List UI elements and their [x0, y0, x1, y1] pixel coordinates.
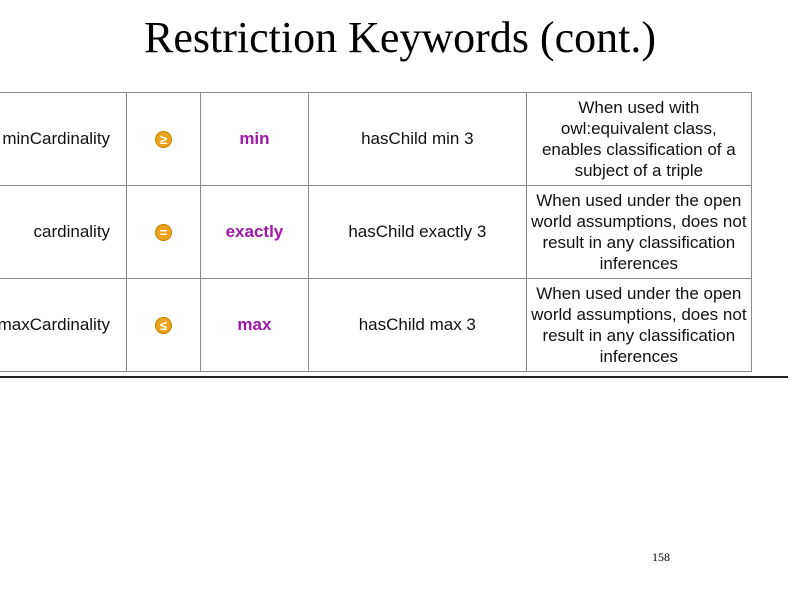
example: hasChild exactly 3	[307, 185, 527, 279]
table-row: cardinality = exactly hasChild exactly 3…	[0, 185, 753, 279]
page-number: 158	[652, 550, 670, 564]
keyword: min	[199, 92, 309, 186]
table-row: maxCardinality ≤ max hasChild max 3 When…	[0, 278, 753, 372]
symbol-cell: ≥	[126, 92, 201, 186]
restriction-table-image: minCardinality ≥ min hasChild min 3 When…	[0, 92, 788, 378]
description: When used under the open world assumptio…	[525, 185, 753, 279]
equals-icon: =	[154, 224, 172, 241]
slide-title: Restriction Keywords (cont.)	[144, 13, 656, 62]
less-equal-icon: ≤	[154, 317, 172, 334]
description: When used under the open world assumptio…	[525, 278, 753, 372]
restriction-table: minCardinality ≥ min hasChild min 3 When…	[0, 92, 753, 372]
property-name: maxCardinality	[0, 278, 128, 372]
description: When used with owl:equivalent class, ena…	[525, 92, 753, 186]
example: hasChild max 3	[307, 278, 527, 372]
symbol-cell: ≤	[126, 278, 201, 372]
example: hasChild min 3	[307, 92, 527, 186]
keyword: exactly	[199, 185, 309, 279]
symbol-cell: =	[126, 185, 201, 279]
keyword: max	[199, 278, 309, 372]
property-name: cardinality	[0, 185, 128, 279]
property-name: minCardinality	[0, 92, 128, 186]
greater-equal-icon: ≥	[154, 131, 172, 148]
table-row: minCardinality ≥ min hasChild min 3 When…	[0, 92, 753, 186]
